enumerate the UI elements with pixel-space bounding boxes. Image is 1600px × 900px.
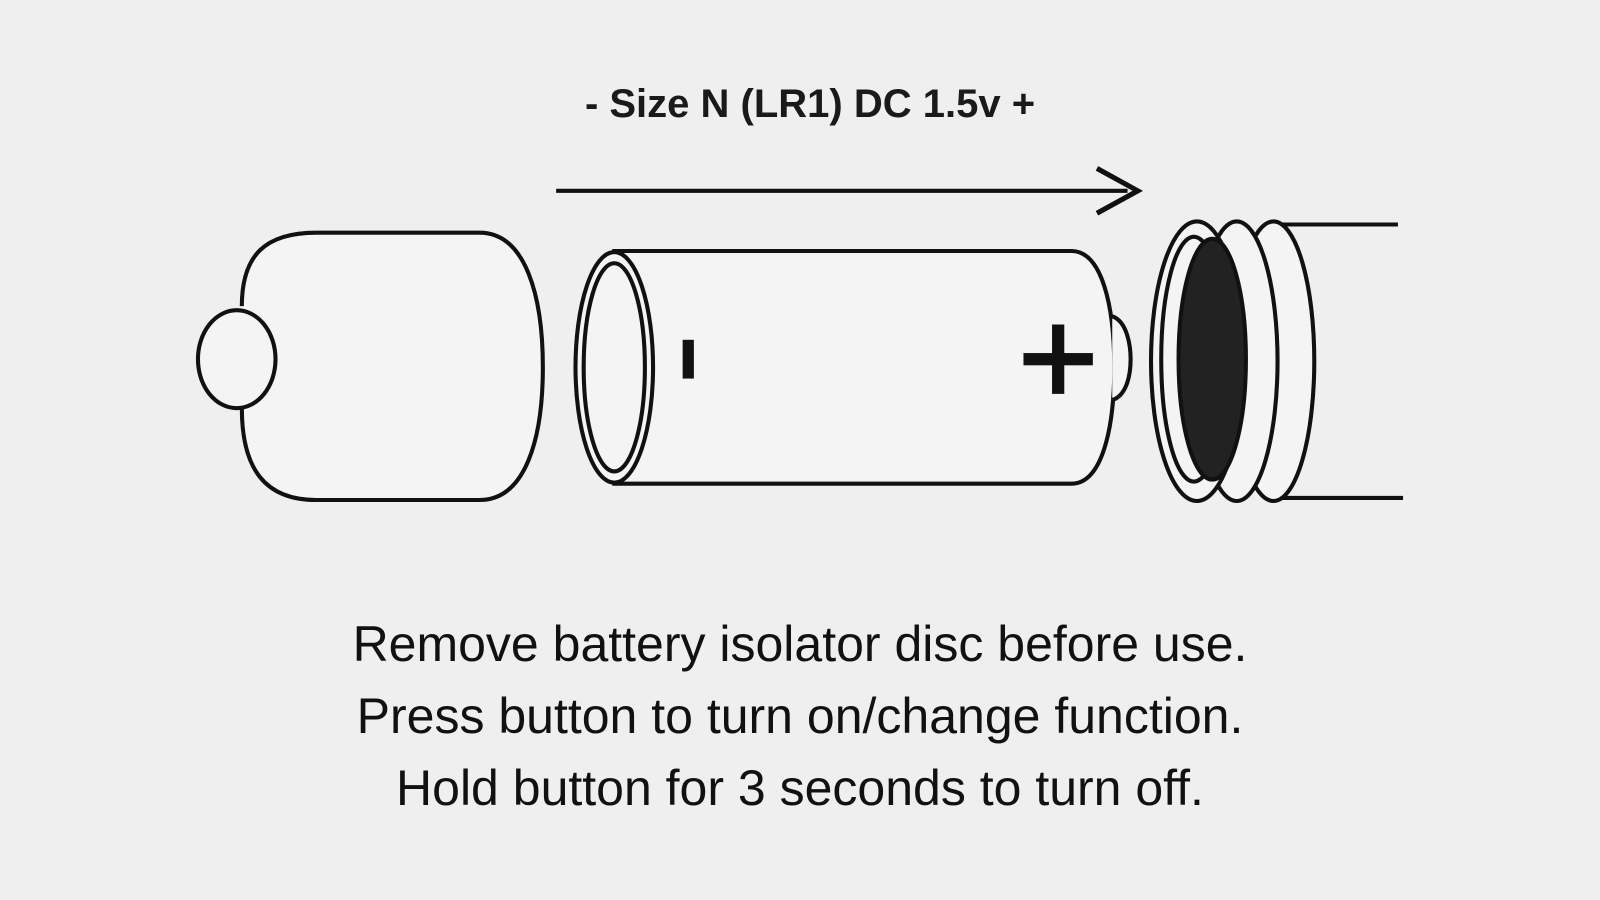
battery-size-label: - Size N (LR1) DC 1.5v + xyxy=(584,82,1036,126)
instruction-line: Hold button for 3 seconds to turn off. xyxy=(396,760,1204,816)
positive-terminal-icon xyxy=(1023,324,1093,394)
negative-terminal-icon xyxy=(682,339,694,379)
direction-arrow-icon xyxy=(556,166,1144,216)
device-housing xyxy=(1148,219,1404,504)
battery-compartment-opening xyxy=(1176,236,1248,482)
instructions: Remove battery isolator disc before use.… xyxy=(0,608,1600,824)
end-cap xyxy=(195,230,545,503)
instruction-line: Remove battery isolator disc before use. xyxy=(352,616,1248,672)
instruction-line: Press button to turn on/change function. xyxy=(356,688,1244,744)
battery xyxy=(573,248,1133,486)
